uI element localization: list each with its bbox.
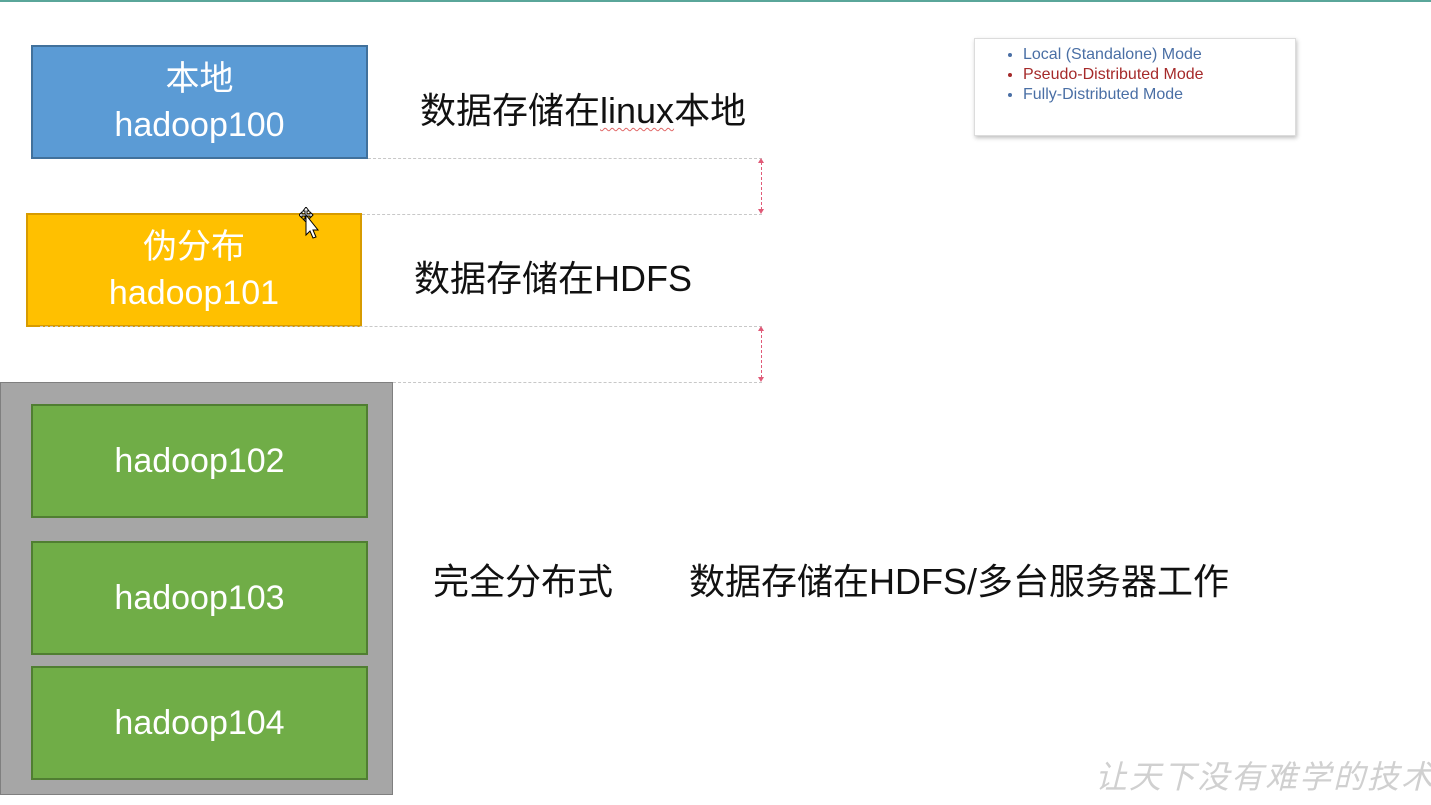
fully-node-box: hadoop103 (31, 541, 368, 655)
mode-list-card: Local (Standalone) Mode Pseudo-Distribut… (974, 38, 1296, 136)
local-description-suffix: 本地 (674, 90, 747, 131)
spacing-arrow-up-icon (758, 158, 764, 163)
local-description: 数据存储在linux本地 (420, 82, 746, 134)
spacing-arrow-up-icon (758, 326, 764, 331)
guide-dash-line (393, 382, 762, 383)
mode-list: Local (Standalone) Mode Pseudo-Distribut… (1005, 45, 1285, 105)
spacing-arrow-down-icon (758, 209, 764, 214)
fully-mode-label: 完全分布式 (433, 561, 614, 602)
local-description-linux: linux (600, 90, 675, 131)
fully-node-box: hadoop104 (31, 666, 368, 780)
pseudo-description: 数据存储在HDFS (414, 258, 692, 299)
spacing-guide-line (761, 330, 762, 378)
local-host-label: hadoop100 (114, 106, 285, 144)
watermark-text: 让天下没有难学的技术 (1095, 758, 1431, 796)
mode-list-item-fully: Fully-Distributed Mode (1023, 85, 1285, 105)
mode-list-item-local: Local (Standalone) Mode (1023, 45, 1285, 65)
spacing-arrow-down-icon (758, 377, 764, 382)
spacing-guide-line (761, 162, 762, 210)
local-mode-box: 本地 hadoop100 (31, 45, 368, 159)
pseudo-mode-label: 伪分布 (143, 228, 245, 266)
guide-dash-line (40, 326, 762, 327)
top-border-line (0, 0, 1431, 2)
local-description-prefix: 数据存储在 (420, 90, 601, 131)
pseudo-host-label: hadoop101 (108, 274, 280, 312)
guide-dash-line (362, 214, 762, 215)
mode-list-item-pseudo: Pseudo-Distributed Mode (1023, 65, 1285, 85)
move-cursor-icon (299, 207, 320, 239)
local-mode-label: 本地 (165, 60, 234, 98)
guide-dash-line (368, 158, 762, 159)
fully-description: 数据存储在HDFS/多台服务器工作 (689, 561, 1230, 602)
fully-node-box: hadoop102 (31, 404, 368, 518)
